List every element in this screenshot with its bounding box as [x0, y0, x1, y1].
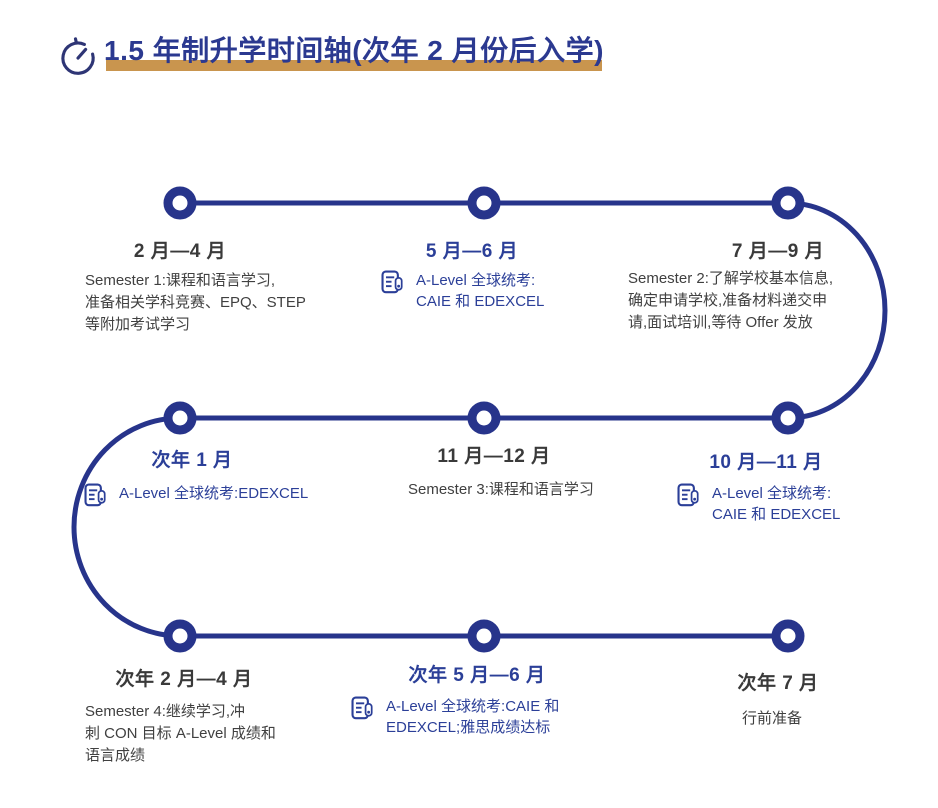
timeline-node-dot	[771, 186, 805, 220]
timeline-node-dot	[771, 401, 805, 435]
timeline-node-dot	[771, 619, 805, 653]
node-desc-semester4: Semester 4:继续学习,冲 刺 CON 目标 A-Level 成绩和 语…	[85, 701, 276, 767]
desc-line: A-Level 全球统考:CAIE 和	[386, 698, 560, 715]
exam-paper-icon	[84, 483, 107, 508]
title-underline	[106, 60, 602, 71]
exam-paper-icon	[381, 270, 404, 295]
desc-line: CAIE 和 EDEXCEL	[416, 293, 545, 310]
desc-line: 行前准备	[741, 710, 802, 727]
timeline-node-dot	[163, 401, 197, 435]
timeline-left-curve	[71, 415, 181, 639]
desc-line: 准备相关学科竞赛、EPQ、STEP	[85, 294, 306, 311]
timeline-node-dot	[467, 186, 501, 220]
period-label-next-may-jun: 次年 5 月—6 月	[408, 665, 546, 686]
desc-line: A-Level 全球统考:	[712, 485, 832, 502]
period-label-next-feb-apr: 次年 2 月—4 月	[115, 669, 253, 690]
node-desc-exam-next-may-jun: A-Level 全球统考:CAIE 和 EDEXCEL;雅思成绩达标	[351, 696, 559, 738]
desc-line: Semester 3:课程和语言学习	[408, 481, 594, 498]
timeline-node-dot	[163, 619, 197, 653]
period-label-feb-apr: 2 月—4 月	[133, 241, 227, 262]
desc-line: 确定申请学校,准备材料递交申	[628, 292, 828, 309]
period-label-oct-nov: 10 月—11 月	[709, 452, 823, 473]
node-desc-semester1: Semester 1:课程和语言学习, 准备相关学科竞赛、EPQ、STEP 等附…	[85, 270, 306, 336]
desc-line: Semester 2:了解学校基本信息,	[628, 270, 834, 287]
node-desc-semester3: Semester 3:课程和语言学习	[408, 479, 594, 501]
clock-icon	[61, 37, 95, 75]
period-label-jul-sep: 7 月—9 月	[731, 241, 825, 262]
desc-line: CAIE 和 EDEXCEL	[712, 506, 841, 523]
page-title-row: 1.5 年制升学时间轴(次年 2 月份后入学)	[56, 30, 604, 80]
desc-line: Semester 1:课程和语言学习,	[85, 272, 276, 289]
desc-line: 请,面试培训,等待 Offer 发放	[628, 314, 813, 331]
desc-line: A-Level 全球统考:EDEXCEL	[119, 485, 309, 502]
node-desc-exam-next-jan: A-Level 全球统考:EDEXCEL	[84, 483, 308, 508]
desc-line: EDEXCEL;雅思成绩达标	[386, 719, 551, 736]
page-title: 1.5 年制升学时间轴(次年 2 月份后入学)	[104, 35, 604, 66]
exam-paper-icon	[351, 696, 374, 721]
period-label-may-jun: 5 月—6 月	[425, 241, 519, 262]
desc-line: 语言成绩	[85, 747, 146, 764]
exam-paper-icon	[677, 483, 700, 508]
period-label-next-jan: 次年 1 月	[151, 450, 233, 471]
timeline-node-dot	[467, 401, 501, 435]
node-desc-departure-prep: 行前准备	[697, 708, 847, 730]
node-desc-exam-oct-nov: A-Level 全球统考: CAIE 和 EDEXCEL	[677, 483, 840, 525]
timeline-node-dot	[163, 186, 197, 220]
period-label-next-jul: 次年 7 月	[737, 673, 819, 694]
timeline-node-dot	[467, 619, 501, 653]
node-desc-semester2: Semester 2:了解学校基本信息, 确定申请学校,准备材料递交申 请,面试…	[628, 268, 833, 334]
desc-line: A-Level 全球统考:	[416, 272, 536, 289]
node-desc-exam-may-jun: A-Level 全球统考: CAIE 和 EDEXCEL	[381, 270, 544, 312]
desc-line: 等附加考试学习	[85, 316, 191, 333]
desc-line: Semester 4:继续学习,冲	[85, 703, 246, 720]
period-label-nov-dec: 11 月—12 月	[437, 446, 551, 467]
timeline-right-curve	[787, 200, 888, 421]
desc-line: 刺 CON 目标 A-Level 成绩和	[85, 725, 276, 742]
